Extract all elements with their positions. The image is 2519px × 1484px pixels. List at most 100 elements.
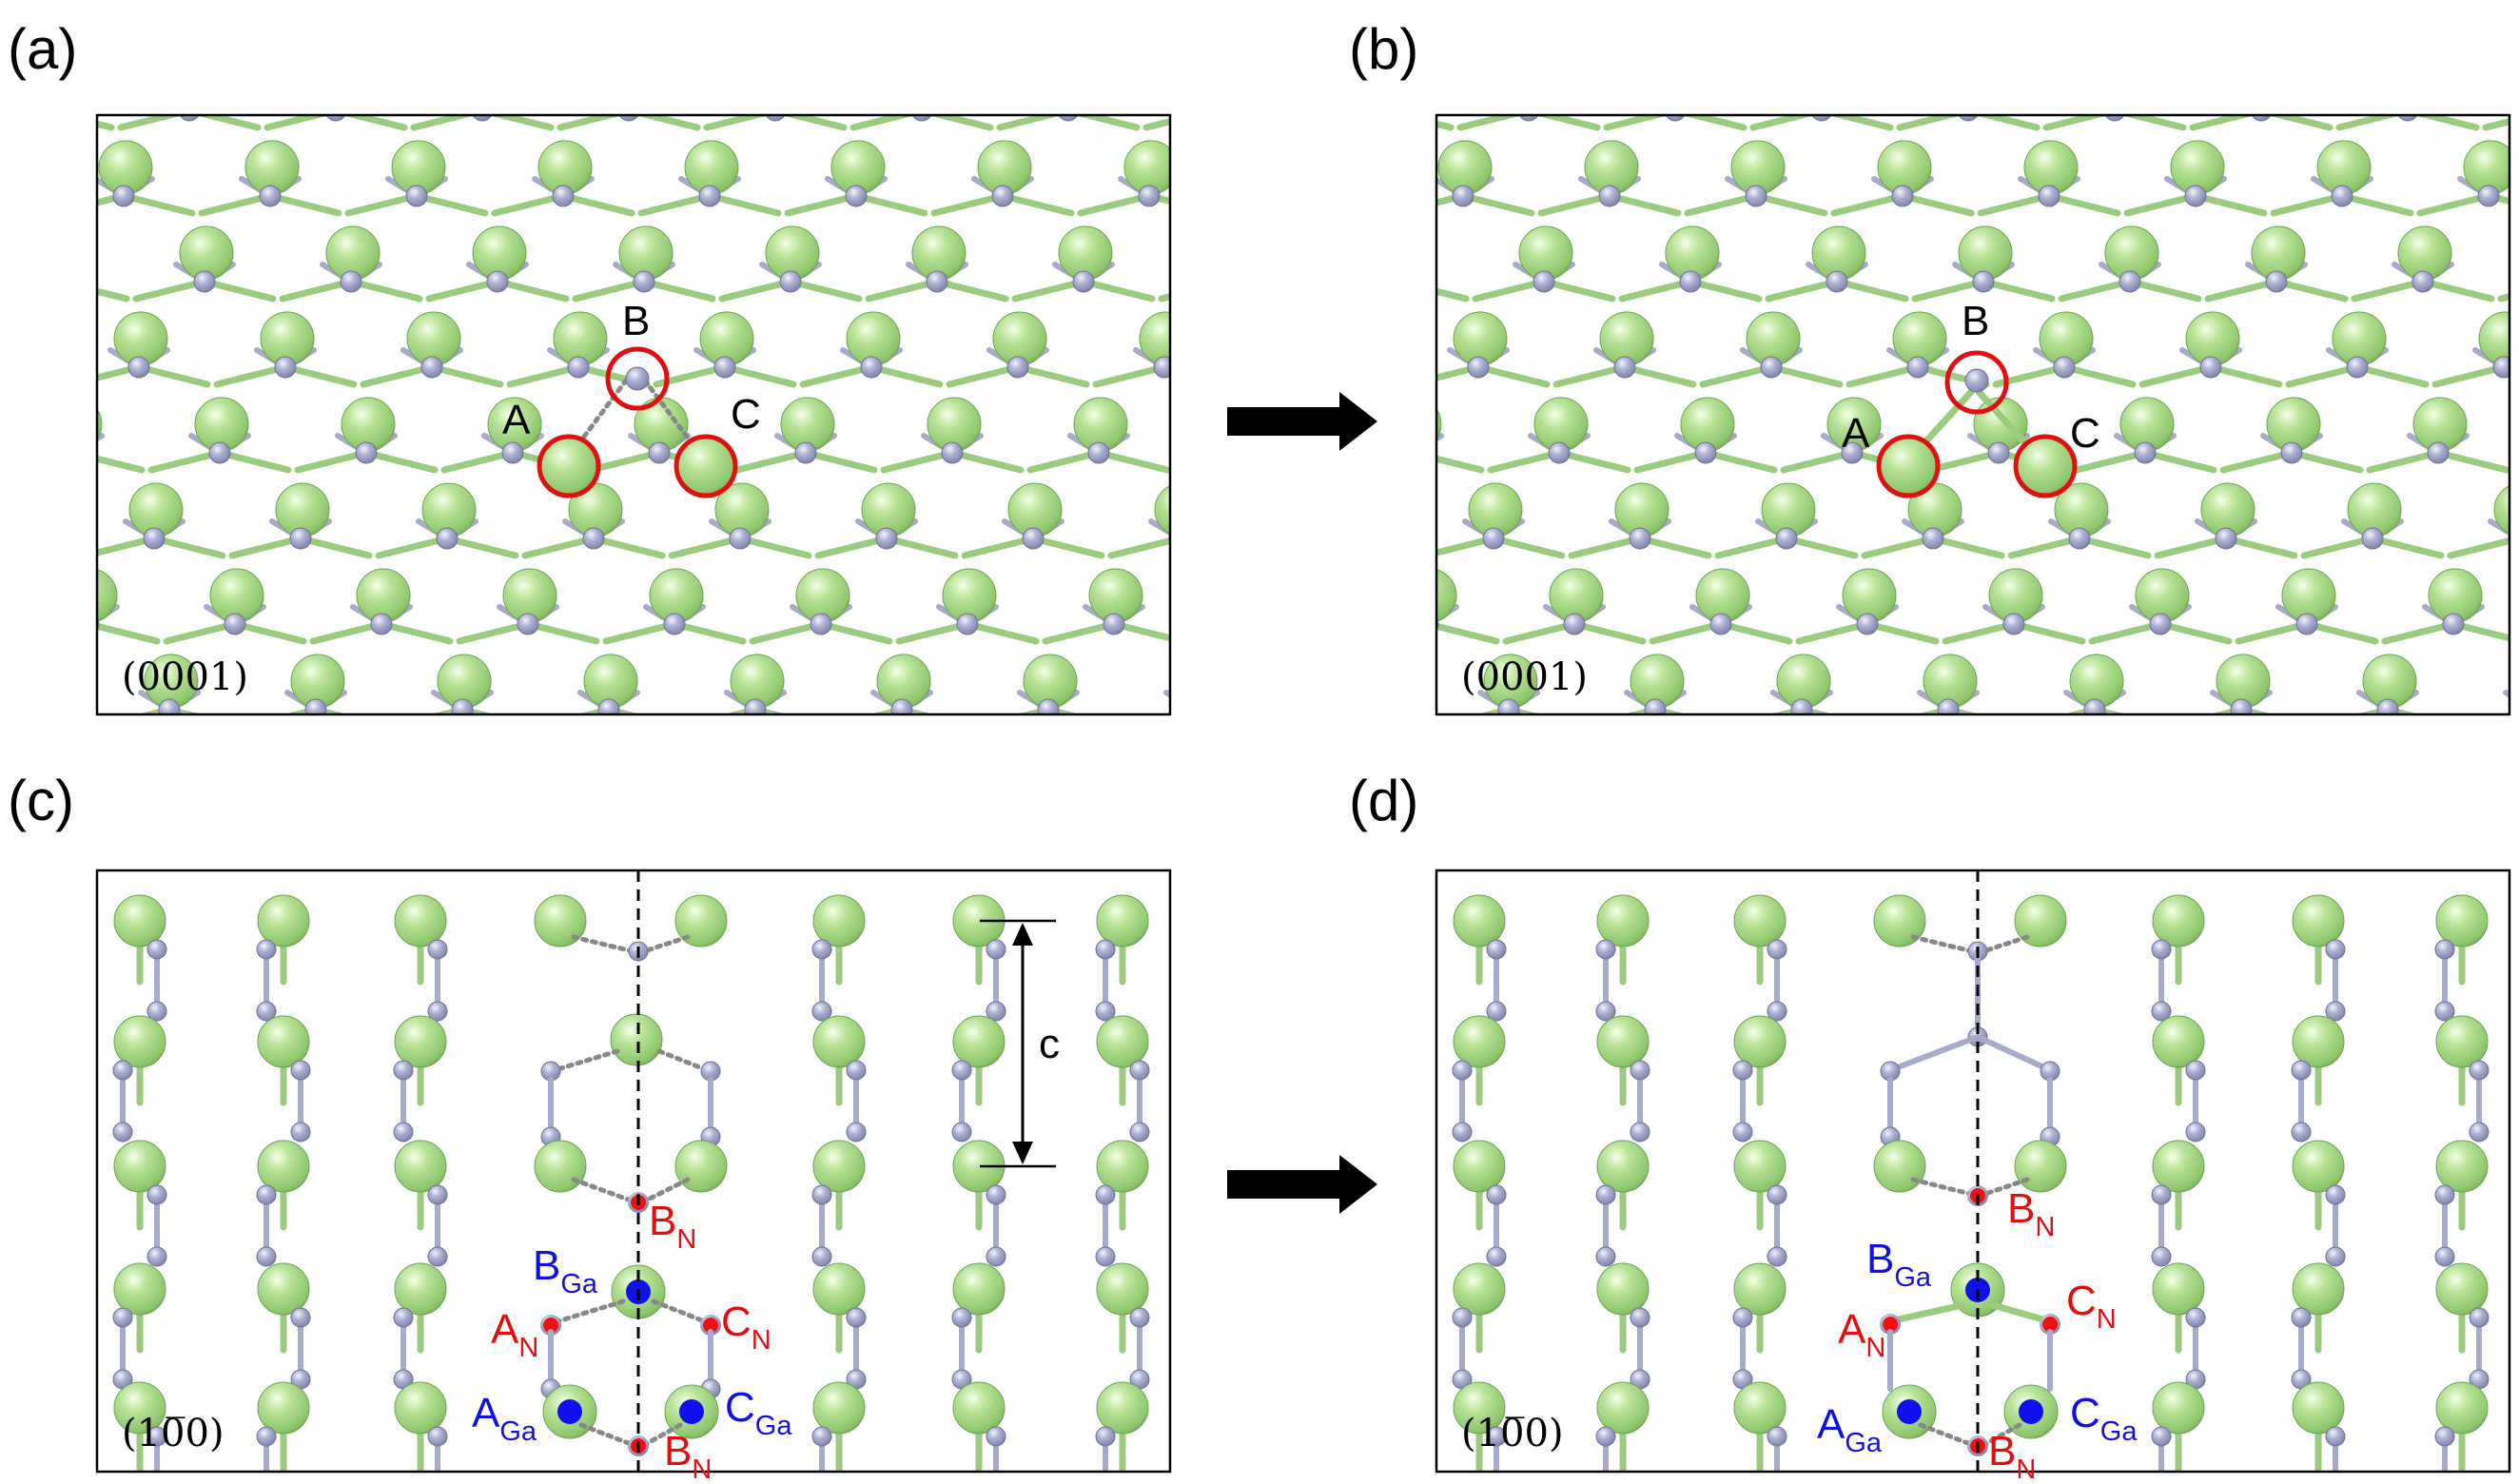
bond [1540,278,1616,303]
ga-atom [2236,55,2290,108]
bond [929,967,998,984]
bond [1864,620,1940,645]
bond [443,535,519,559]
bond [954,778,983,795]
n-atom [2184,185,2207,207]
panel-d-side-view-final [1452,894,2490,1472]
bond [0,367,61,384]
label-c-n-c-subscript: N [752,1325,771,1356]
ga-atom [1307,312,1360,365]
bond [849,115,917,131]
bond [1329,282,1397,299]
n-atom [256,1001,277,1022]
bond [1333,93,1361,110]
ga-atom [2509,654,2519,708]
n-atom [208,441,231,464]
bond [456,620,532,645]
bond [2322,778,2351,795]
n-atom [1964,368,1989,393]
n-atom [582,527,605,550]
panel-d-frame [1435,869,2511,1474]
bond [1793,93,1822,110]
site-label-a-final: A [1842,410,1870,457]
bond [2469,795,2519,812]
ga-atom [534,894,587,947]
n-atom [193,270,216,293]
ga-atom [1352,226,1405,280]
n-atom [926,270,948,293]
bond [2016,949,2044,967]
ga-atom [394,1140,447,1193]
transition-arrow-bottom [1227,1155,1377,1214]
broken-bond [552,1048,620,1073]
ga-atom [812,894,866,947]
bond [182,795,250,812]
bond [14,93,43,110]
n-atom [2325,1001,2346,1022]
n-atom [2199,356,2222,379]
n-atom [951,1307,972,1328]
marker-c-ga [2019,1399,2043,1424]
bond [2041,881,2110,898]
ga-atom [1733,1262,1787,1316]
bond [771,864,799,881]
n-atom [1826,270,1848,293]
n-atom [1518,115,1539,122]
bond [1142,118,1170,131]
n-atom [1153,356,1170,379]
ga-atom [1338,654,1391,708]
bond [1649,620,1725,645]
n-atom [744,698,767,714]
broken-bond [1982,1177,2030,1197]
bond [634,115,701,131]
bond [201,278,277,303]
n-atom [146,939,167,960]
n-atom [2434,1001,2455,1022]
bond [1436,287,1470,303]
bond [1266,453,1335,470]
label-b-n-upper-c-subscript: N [676,1224,696,1255]
bond [494,278,570,303]
ga-atom [1286,312,1339,365]
bond [671,620,747,645]
bond [428,363,504,388]
bond [2237,706,2275,714]
n-atom [1337,528,1357,549]
bond [482,93,511,110]
bond [1602,881,1670,898]
n-atom [2312,785,2333,806]
n-atom [1767,1246,1787,1267]
label-c-ga-c: CGa [725,1384,792,1441]
bond [621,795,690,812]
ga-atom [2151,740,2204,793]
n-atom [845,185,868,207]
n-atom [1486,1246,1507,1267]
n-atom [1493,870,1513,891]
n-atom [1732,1307,1753,1328]
bond [97,535,158,556]
bond [8,521,36,538]
bond [768,795,836,812]
n-atom [1095,939,1116,960]
n-atom [1767,1426,1787,1447]
ga-atom [1373,226,1426,280]
bond [1279,538,1347,556]
bond [1708,778,1736,795]
n-atom [1775,527,1798,550]
n-atom [1790,698,1813,714]
bond [624,881,693,898]
n-atom [1402,442,1423,463]
n-atom [1679,270,1702,293]
ga-atom [113,1015,166,1068]
broken-bond [1981,934,2030,954]
transition-arrow-top [1227,392,1377,451]
ga-atom [1096,1262,1149,1316]
bond [1976,967,2044,984]
broken-bond [1910,1177,1973,1197]
bond [2440,778,2469,795]
bond [1348,264,1377,282]
bond [1217,436,1245,453]
ga-atom [2090,55,2143,108]
bond [2157,620,2233,645]
n-atom [986,1246,1006,1267]
